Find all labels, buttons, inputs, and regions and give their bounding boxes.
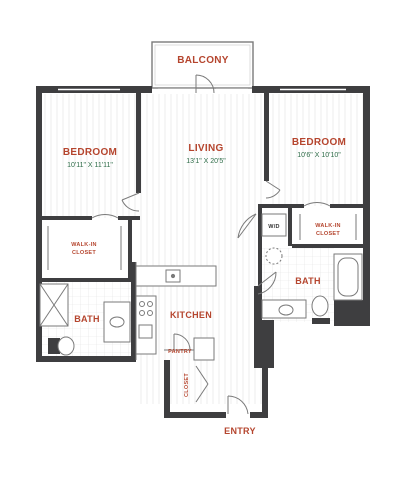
- kitchen-label: KITCHEN: [170, 310, 212, 320]
- stove-icon: [139, 301, 153, 316]
- washer-dryer-icon: [261, 213, 287, 265]
- bath-right-label: BATH: [295, 276, 321, 286]
- sink-icon: [109, 316, 125, 328]
- labels: BALCONY LIVING 13'1" X 20'5" BEDROOM 10'…: [63, 55, 346, 436]
- refrigerator-icon: [193, 337, 215, 361]
- balcony-label: BALCONY: [177, 55, 229, 66]
- pantry-label: PANTRY: [168, 349, 192, 355]
- bath-right-fixtures: [261, 253, 363, 324]
- entry-label: ENTRY: [224, 426, 256, 436]
- balcony: [151, 41, 254, 89]
- closet-right-label-line1: WALK-IN: [315, 223, 341, 229]
- bath-left-fixtures: [39, 283, 131, 356]
- closet-left-label-line2: CLOSET: [72, 250, 96, 256]
- living-dimension: 13'1" X 20'5": [186, 158, 226, 165]
- door-swing-icon: [91, 74, 331, 415]
- bedroom-right-dimension: 10'6" X 10'10": [297, 152, 341, 159]
- washer-dryer-label: W/D: [268, 224, 280, 230]
- bedroom-left-dimension: 10'11" X 11'11": [67, 162, 113, 169]
- bedroom-right-label: BEDROOM: [292, 137, 346, 148]
- closet-right-label-line2: CLOSET: [316, 231, 340, 237]
- closet-left-label-line1: WALK-IN: [71, 242, 97, 248]
- living-label: LIVING: [188, 143, 223, 154]
- bath-left-label: BATH: [74, 314, 100, 324]
- toilet-icon: [311, 295, 329, 317]
- closet-entry-label: CLOSET: [184, 373, 190, 397]
- sink-icon: [278, 304, 294, 316]
- bedroom-left-label: BEDROOM: [63, 147, 117, 158]
- kitchen-fixtures: [135, 265, 217, 361]
- toilet-icon: [57, 336, 75, 356]
- interior-walls: [42, 93, 363, 360]
